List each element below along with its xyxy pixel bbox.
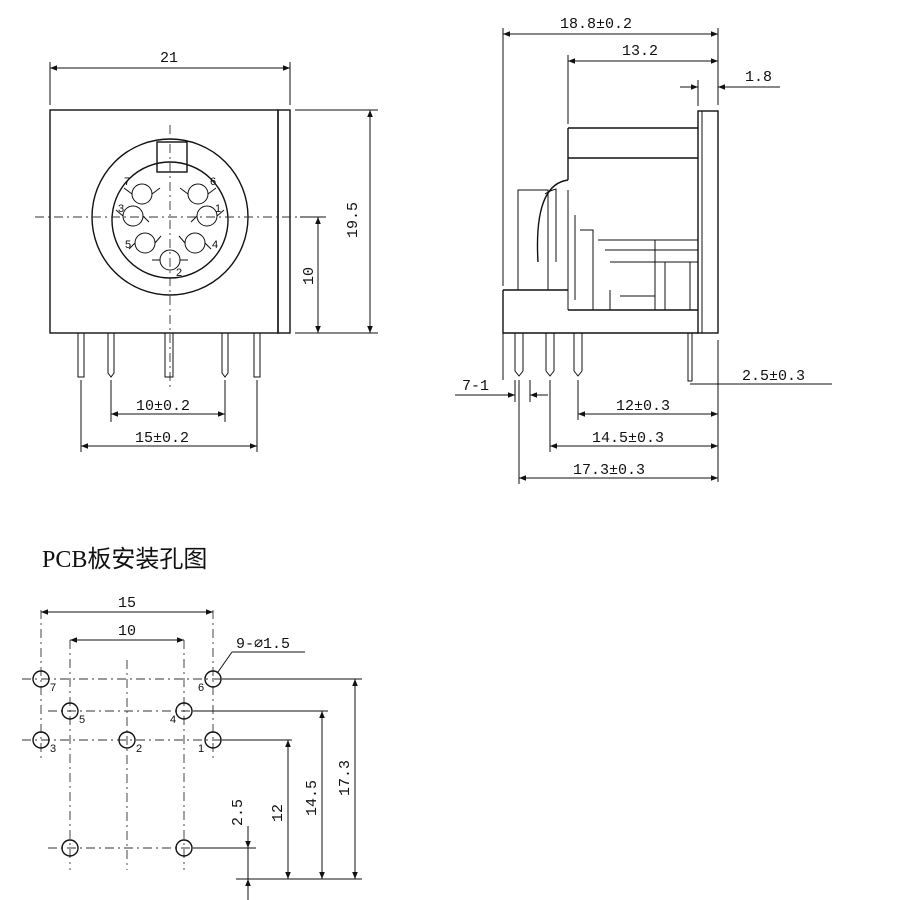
dim-12: 12±0.3 [616, 398, 670, 415]
dim-width: 21 [160, 50, 178, 67]
front-view: 7 6 3 1 5 4 2 21 19.5 10 10±0. [35, 50, 378, 452]
side-base [502, 289, 698, 334]
front-flange [277, 109, 291, 334]
dim-body-depth: 13.2 [622, 43, 658, 60]
pin-label-4: 4 [212, 239, 218, 251]
side-legs [514, 333, 693, 382]
dim-14-5: 14.5±0.3 [592, 430, 664, 447]
key-notch [156, 141, 188, 173]
side-flange [697, 110, 719, 334]
pin-label-7: 7 [124, 176, 130, 188]
pin-label-5: 5 [125, 239, 131, 251]
dim-pin-spacing-inner: 10±0.2 [136, 398, 190, 415]
pcb-layout: PCB板安装孔图 7 6 5 4 3 [22, 546, 362, 900]
pcb-dim-width-inner: 10 [118, 623, 136, 640]
hole-label-4: 4 [170, 714, 176, 726]
pcb-title: PCB板安装孔图 [42, 546, 207, 573]
front-legs [77, 333, 261, 378]
pcb-holes [32, 670, 222, 857]
dim-tab-offset: 2.5±0.3 [742, 368, 805, 385]
pin-label-1: 1 [215, 203, 221, 215]
pcb-dim-width-outer: 15 [118, 595, 136, 612]
dim-center-height: 10 [301, 267, 318, 285]
pcb-dim-14-5: 14.5 [304, 780, 321, 816]
pcb-dim-12: 12 [270, 804, 287, 822]
dim-overall-depth: 18.8±0.2 [560, 16, 632, 33]
dim-pin-spacing-outer: 15±0.2 [135, 430, 189, 447]
dim-17-3: 17.3±0.3 [573, 462, 645, 479]
pin-label-3: 3 [118, 203, 124, 215]
pcb-dim-17-3: 17.3 [337, 760, 354, 796]
hole-label-5: 5 [79, 714, 85, 726]
front-contacts [115, 183, 225, 271]
dim-pin-pitch: 7-1 [462, 378, 489, 395]
pcb-dim-2-5: 2.5 [230, 799, 247, 826]
dim-flange: 1.8 [745, 69, 772, 86]
hole-label-7: 7 [50, 682, 56, 694]
front-body [49, 109, 279, 334]
hole-label-6: 6 [198, 682, 204, 694]
hole-label-1: 1 [198, 743, 204, 755]
pin-label-2: 2 [176, 267, 182, 279]
side-view: 18.8±0.2 13.2 1.8 7-1 2.5±0.3 12±0.3 14.… [455, 16, 832, 484]
side-body [536, 127, 698, 263]
pin-label-6: 6 [210, 176, 216, 188]
dim-height: 19.5 [345, 202, 362, 238]
hole-label-3: 3 [50, 743, 56, 755]
pcb-hole-spec: 9-⌀1.5 [236, 636, 290, 653]
hole-label-2: 2 [136, 743, 142, 755]
